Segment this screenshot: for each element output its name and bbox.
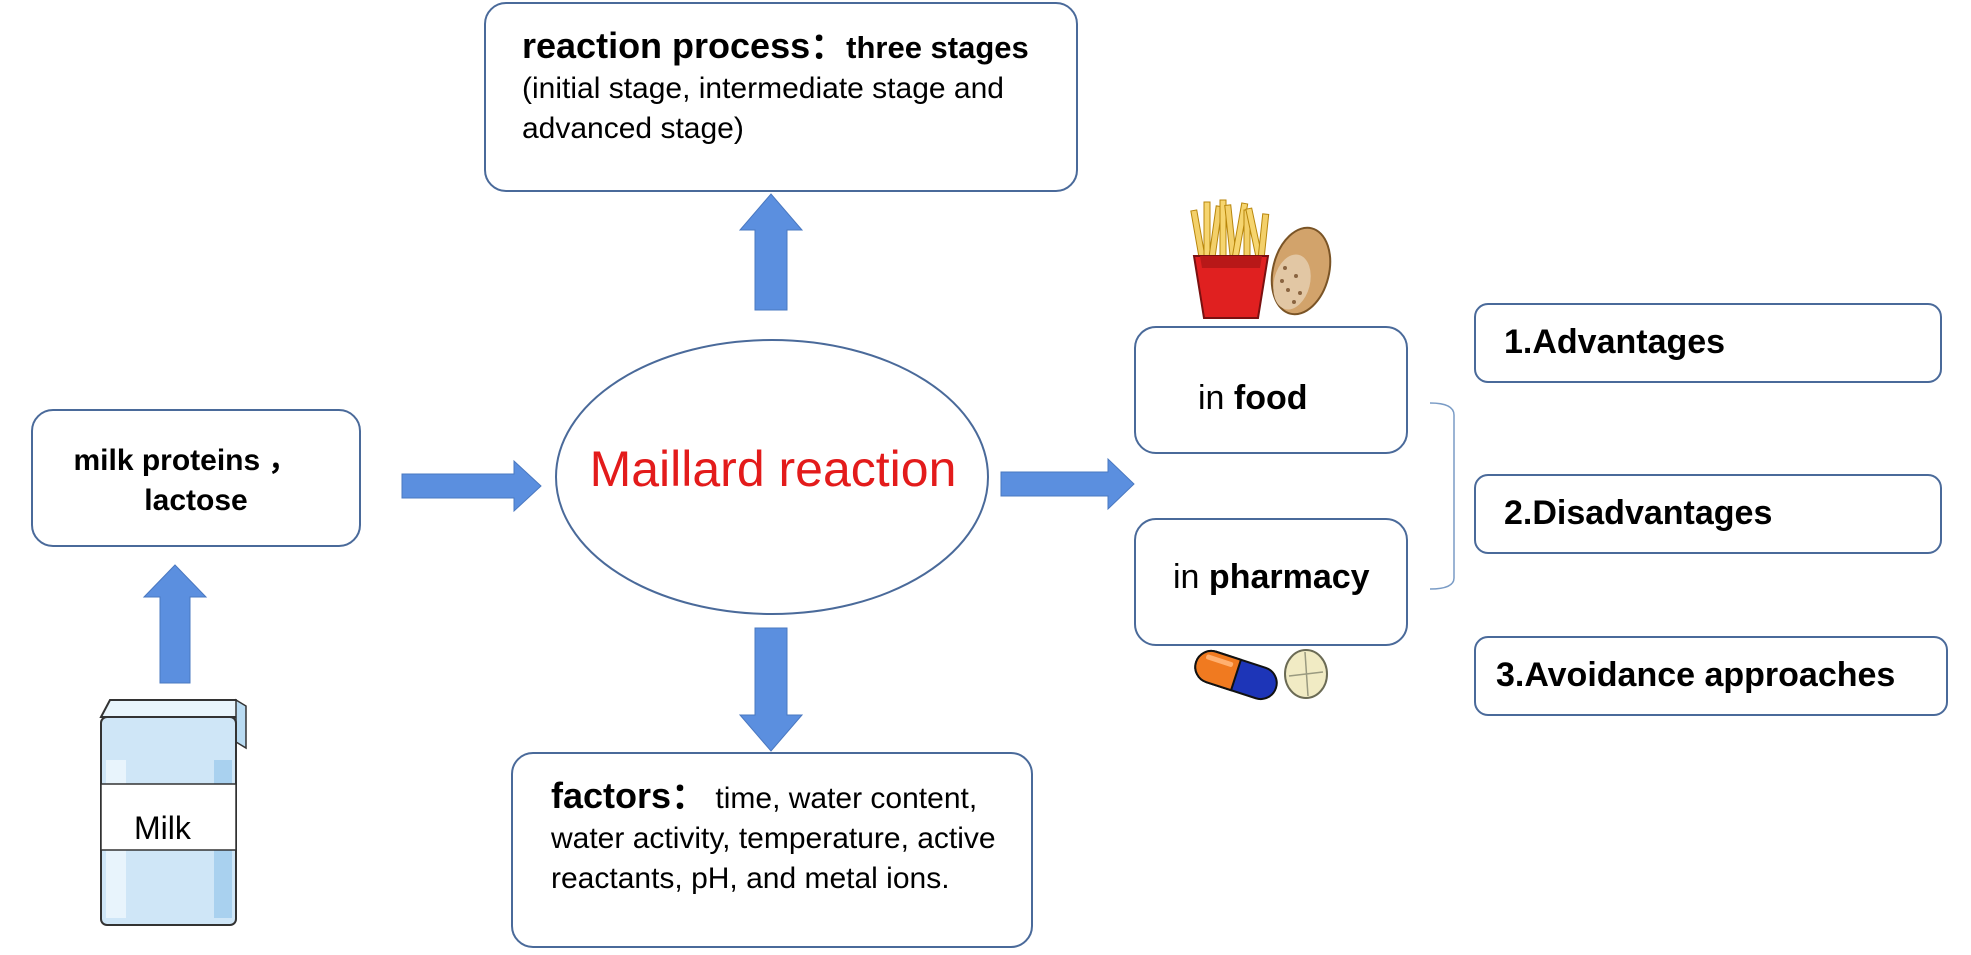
arrow-up-milk (142, 564, 208, 684)
factors-body: time, water content, water activity, tem… (551, 782, 996, 895)
milk-components-line1: milk proteins ， (73, 444, 299, 477)
tablet-icon (1284, 649, 1328, 699)
arrow-up-process (738, 193, 804, 311)
advantages-box: 1.Advantages (1474, 303, 1942, 383)
disadvantages-box: 2.Disadvantages (1474, 474, 1942, 554)
reaction-process-box: reaction process：three stages (initial s… (484, 2, 1078, 192)
bracket-connector (1429, 402, 1455, 590)
milk-components-line2: lactose (144, 484, 248, 517)
arrow-down-factors (738, 627, 804, 752)
capsule-icon (1194, 649, 1278, 701)
potato-icon (1270, 226, 1332, 316)
food-prefix: in (1198, 379, 1234, 417)
fries-icon (1190, 199, 1270, 319)
center-ellipse (555, 339, 989, 615)
center-label: Maillard reaction (589, 441, 957, 497)
milk-components-box: milk proteins ， lactose (31, 409, 361, 547)
food-keyword: food (1233, 379, 1308, 417)
process-heading-tail: three stages (846, 30, 1029, 65)
arrow-right-to-center (401, 459, 542, 513)
pharmacy-prefix: in (1173, 558, 1209, 596)
application-food-box: in food (1134, 326, 1408, 454)
avoidance-approaches-box: 3.Avoidance approaches (1474, 636, 1948, 716)
arrow-right-to-applications (1000, 457, 1135, 511)
process-heading: reaction process： (522, 25, 847, 66)
factors-heading: factors： (551, 775, 708, 816)
process-body: (initial stage, intermediate stage and a… (522, 72, 1004, 145)
milk-carton-label: Milk (134, 810, 191, 846)
pharmacy-keyword: pharmacy (1208, 558, 1370, 596)
application-pharmacy-box: in pharmacy (1134, 518, 1408, 646)
factors-box: factors： time, water content, water acti… (511, 752, 1033, 948)
milk-carton-icon (99, 698, 247, 926)
